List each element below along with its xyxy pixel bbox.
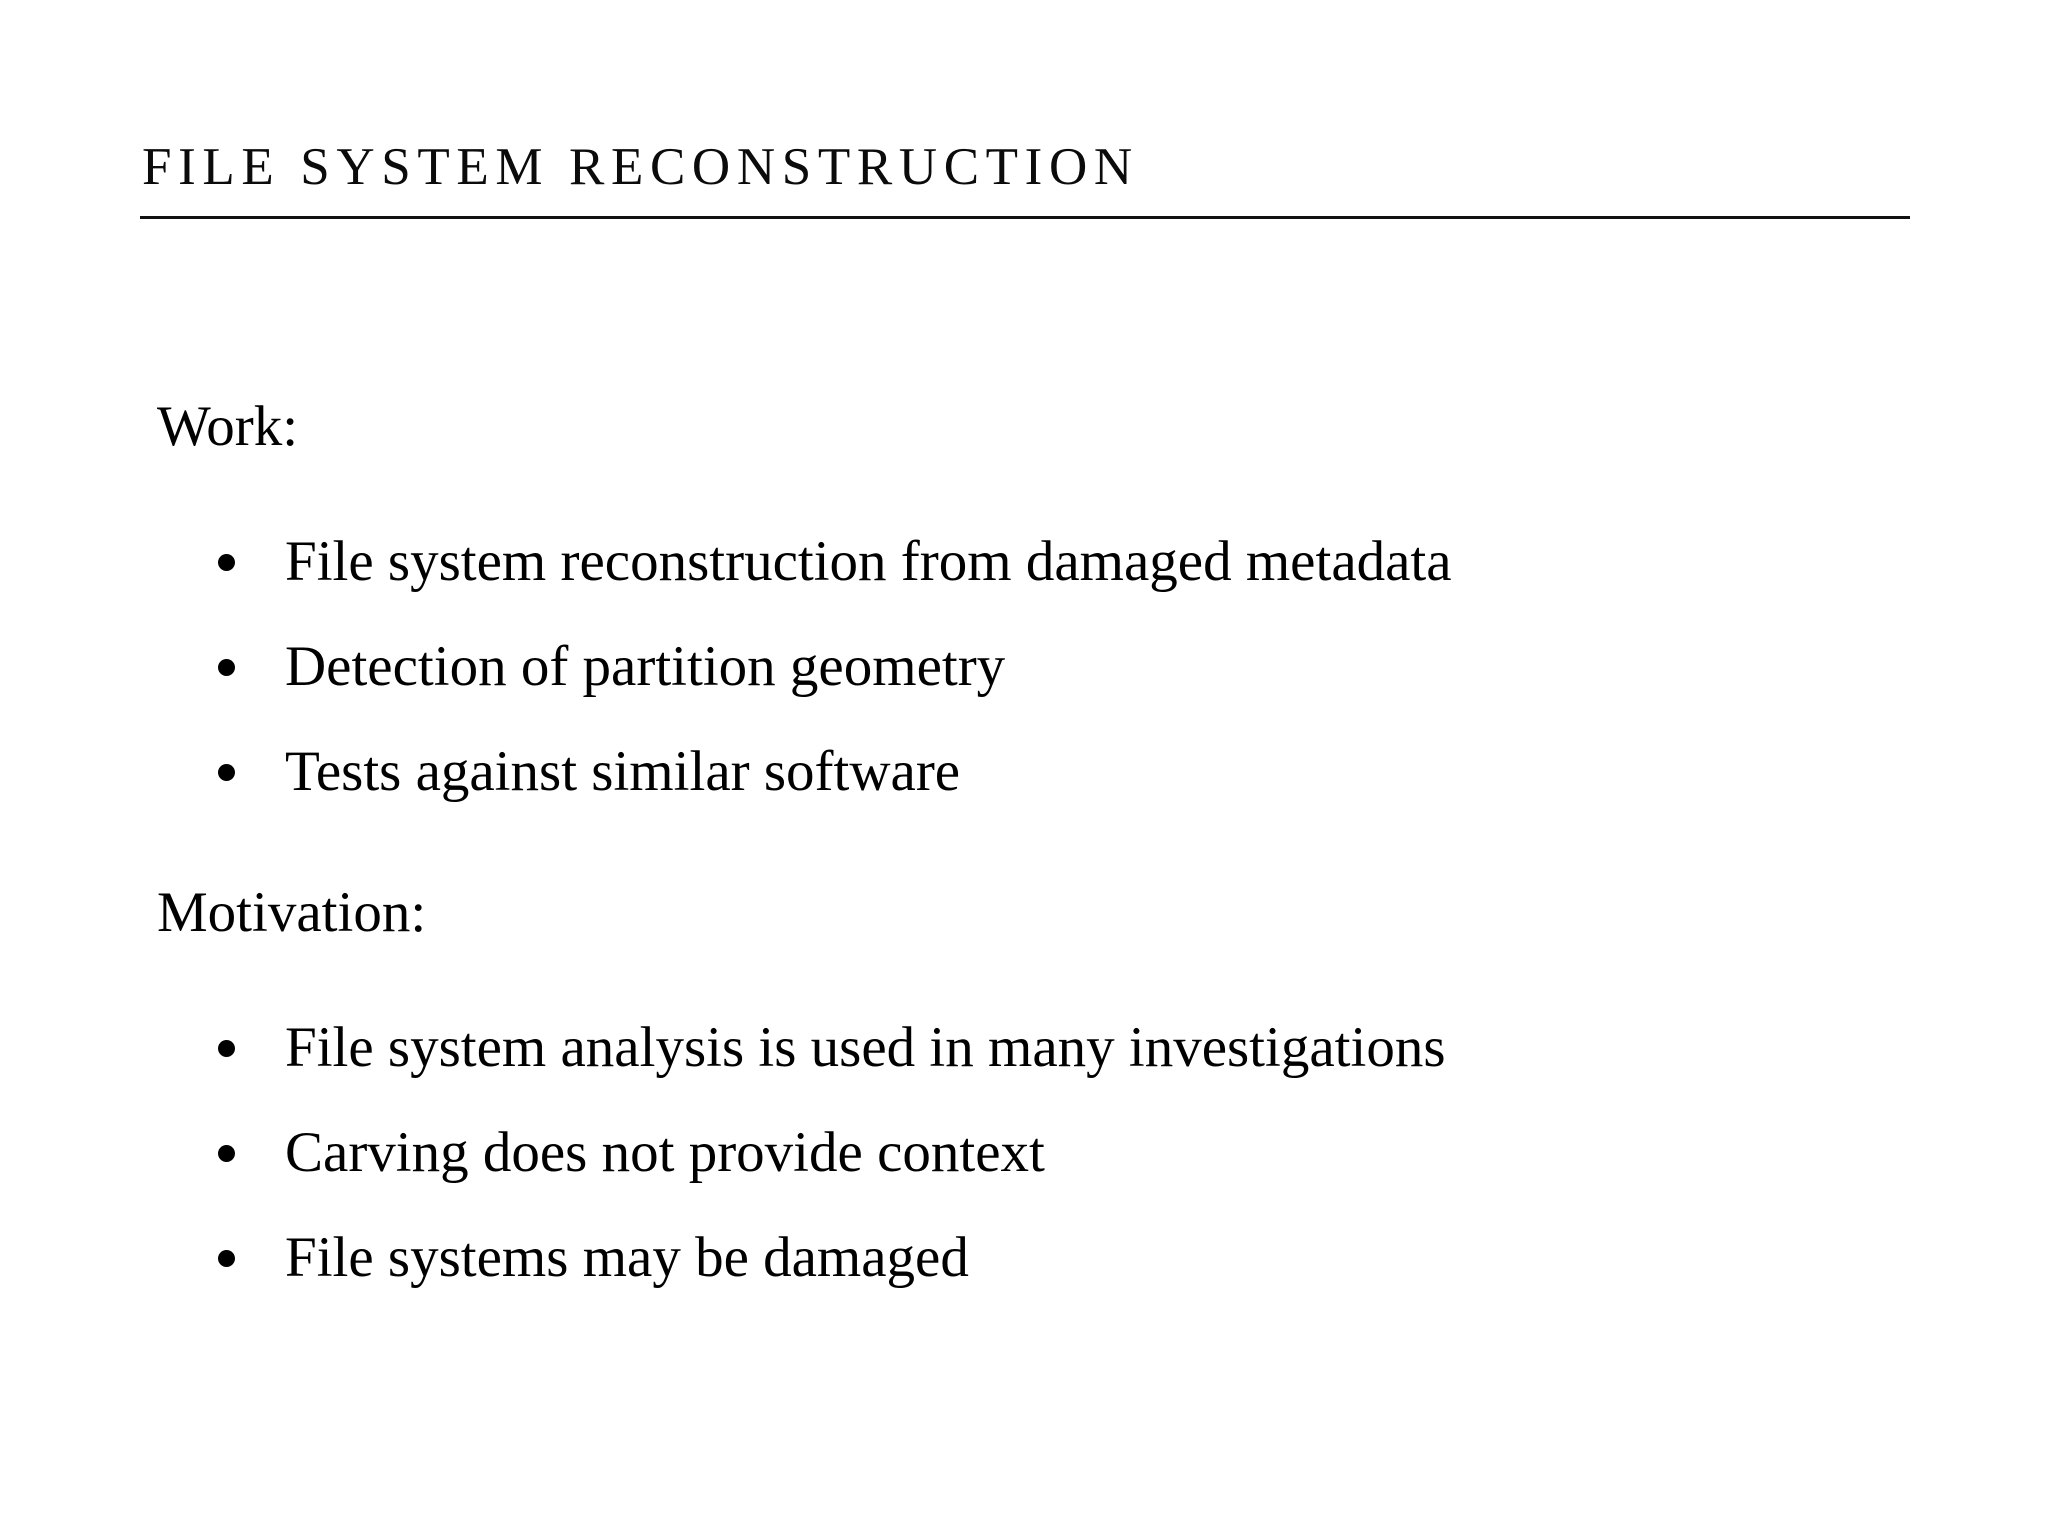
section-heading-work: Work: (157, 395, 299, 458)
list-item-label: File system analysis is used in many inv… (285, 1016, 1446, 1079)
list-item: Tests against similar software (0, 719, 2048, 824)
list-item: File system analysis is used in many inv… (0, 995, 2048, 1100)
list-item-label: Detection of partition geometry (285, 635, 1006, 698)
section-heading-motivation: Motivation: (157, 881, 427, 944)
list-item-label: File system reconstruction from damaged … (285, 530, 1452, 593)
bullet-list-motivation: File system analysis is used in many inv… (0, 995, 2048, 1310)
section-work: Work: File system reconstruction from da… (0, 398, 2048, 824)
bullet-dot-icon (218, 763, 235, 781)
list-item-label: File systems may be damaged (285, 1226, 969, 1289)
list-item-label: Tests against similar software (285, 740, 961, 803)
section-motivation: Motivation: File system analysis is used… (0, 884, 2048, 1310)
bullet-dot-icon (218, 553, 235, 571)
list-item: File system reconstruction from damaged … (0, 509, 2048, 614)
list-item: Carving does not provide context (0, 1100, 2048, 1205)
slide-title: FILE SYSTEM RECONSTRUCTION (142, 137, 1139, 196)
list-item-label: Carving does not provide context (285, 1121, 1045, 1184)
bullet-dot-icon (218, 1039, 235, 1057)
list-item: File systems may be damaged (0, 1205, 2048, 1310)
title-divider-rule (140, 216, 1910, 219)
bullet-dot-icon (218, 1144, 235, 1162)
list-item: Detection of partition geometry (0, 614, 2048, 719)
bullet-dot-icon (218, 1249, 235, 1267)
bullet-list-work: File system reconstruction from damaged … (0, 509, 2048, 824)
bullet-dot-icon (218, 658, 235, 676)
